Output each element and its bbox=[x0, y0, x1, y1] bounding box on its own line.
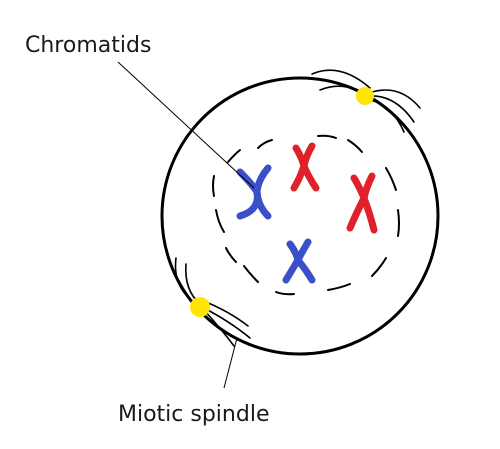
spindle-pole-top bbox=[311, 69, 421, 133]
spindle-leader-line bbox=[223, 337, 238, 389]
chromatids-label: Chromatids bbox=[25, 33, 151, 58]
chromosome-red-right bbox=[346, 172, 378, 234]
spindle-fiber bbox=[205, 301, 249, 327]
chromosome-red-top bbox=[290, 142, 320, 192]
chromosome-blue-left bbox=[236, 164, 272, 220]
spindle-label: Miotic spindle bbox=[118, 402, 269, 427]
chromatids-leader-line bbox=[117, 61, 255, 189]
chromosome-blue-bottom bbox=[282, 238, 316, 284]
spindle-fiber bbox=[203, 309, 235, 347]
centrosome bbox=[356, 87, 374, 105]
cell-membrane bbox=[160, 76, 440, 356]
spindle-fiber bbox=[369, 99, 405, 133]
spindle-pole-bottom bbox=[174, 257, 251, 347]
centrosome bbox=[190, 297, 210, 317]
spindle-fiber bbox=[371, 89, 421, 109]
nuclear-envelope-fragments bbox=[212, 134, 400, 296]
spindle-fiber bbox=[311, 69, 371, 89]
